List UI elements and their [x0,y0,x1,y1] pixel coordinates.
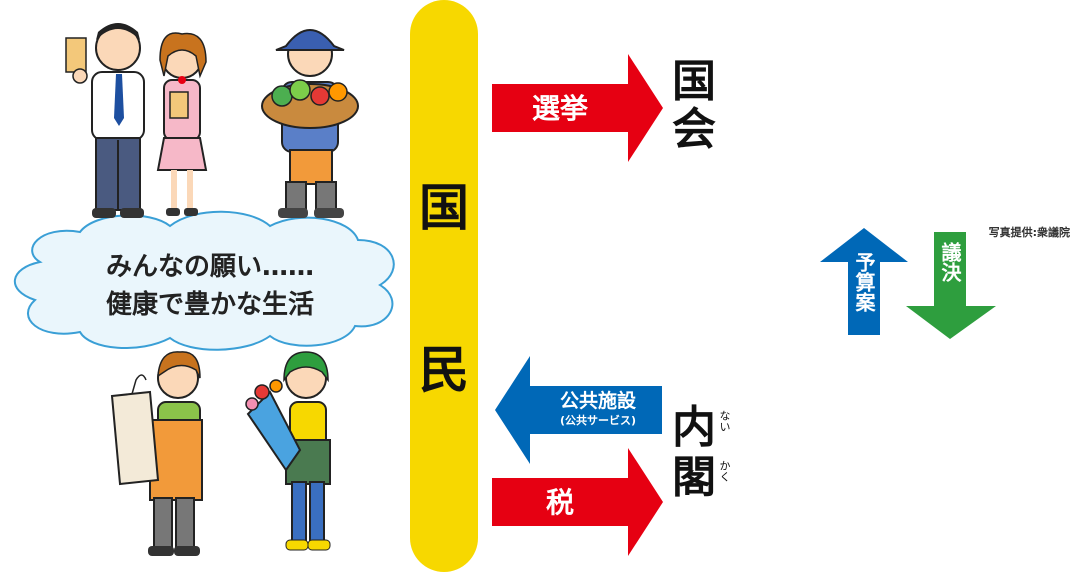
cabinet-ruby-2: かく [718,460,731,482]
tax-arrow [492,448,663,556]
diet-char-2: 会 [672,104,716,155]
photo-credit: 写真提供:衆議院 [988,226,1070,239]
diet-char-1: 国 [672,56,716,107]
public-facilities-label: 公共施設 [559,390,636,412]
budget-proposal-label: 予算案 [852,252,876,312]
cabinet-ruby-1: ない [718,410,731,432]
public-service-arrow [495,356,662,464]
cabinet-char-2: 閣 [672,452,716,503]
florist-figure [245,351,331,551]
cabinet-char-1: 内 [672,402,716,453]
office-workers-figure [65,23,208,218]
election-arrow [492,54,663,162]
wish-line-1: みんなの願い…… [105,252,314,282]
wish-line-2: 健康で豊かな生活 [105,290,314,320]
wish-text: みんなの願い…… 健康で豊かな生活 [50,248,370,324]
public-services-sublabel: (公共サービス) [559,414,637,427]
resolution-down-arrow [906,232,996,339]
pillar-char-koku: 国 [419,179,469,237]
tax-label: 税 [545,486,574,519]
wish-cloud [14,210,395,351]
people-pillar [410,0,478,572]
pillar-char-min: 民 [419,341,469,399]
shopkeeper-figure [110,351,203,556]
budget-up-arrow [820,228,908,335]
farmer-figure [261,29,359,218]
election-label: 選挙 [531,92,588,125]
resolution-label: 議決 [938,242,962,282]
